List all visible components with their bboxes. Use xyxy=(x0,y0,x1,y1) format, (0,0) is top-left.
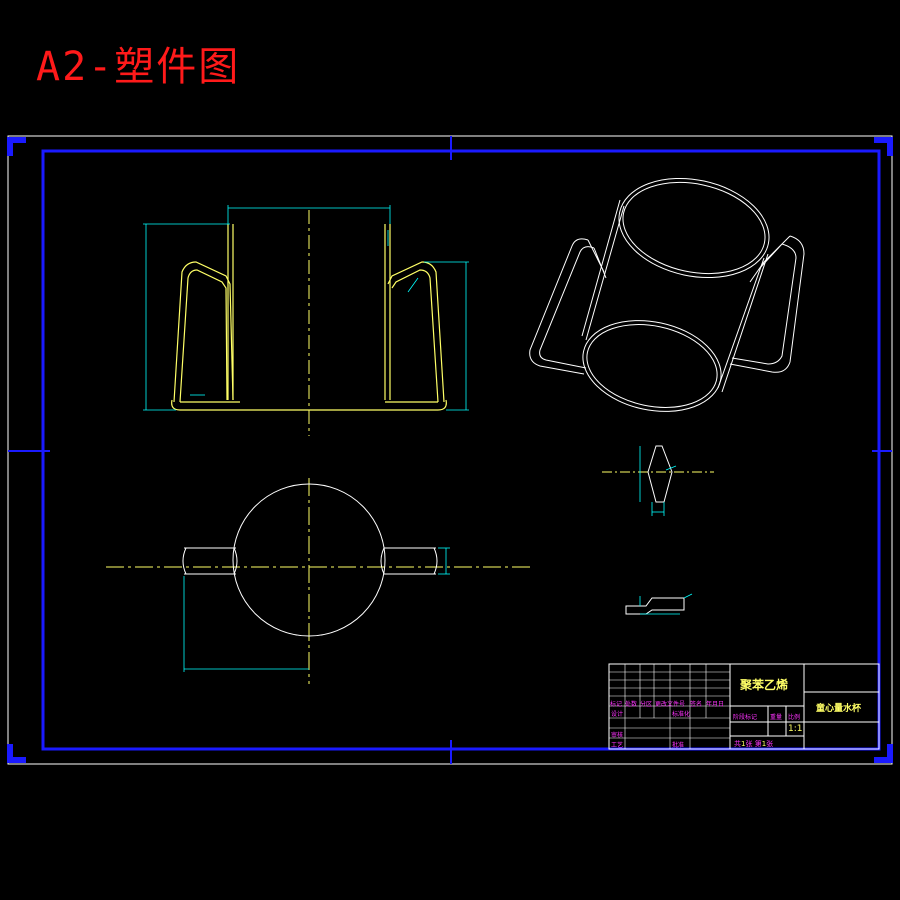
page-title: A2-塑件图 xyxy=(36,44,241,90)
detail-view-1 xyxy=(602,445,714,516)
isometric-view xyxy=(529,177,805,412)
corner-marks xyxy=(7,137,893,763)
outer-frame xyxy=(7,135,893,765)
top-view xyxy=(106,478,532,684)
front-section-view xyxy=(143,205,469,436)
inner-frame xyxy=(41,149,881,751)
centering-marks xyxy=(8,136,892,764)
detail-view-2 xyxy=(625,593,693,615)
title-block xyxy=(608,663,880,750)
title-block-left-grid xyxy=(609,664,730,749)
